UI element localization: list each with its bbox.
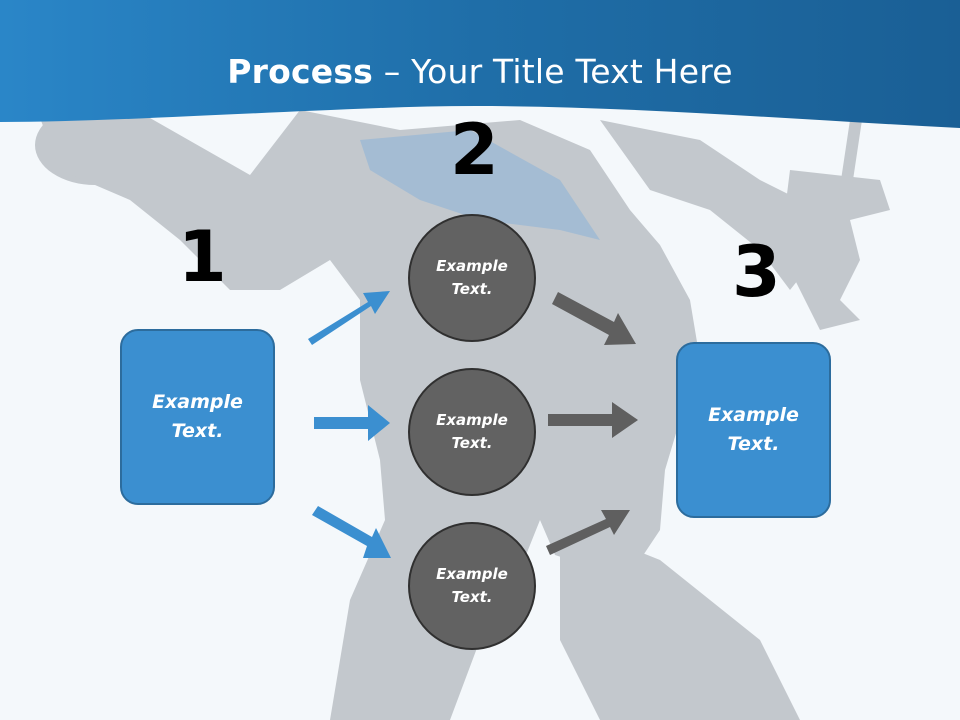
arrow-left-to-circle-2 [314, 405, 390, 441]
circle-1-line2: Text. [451, 280, 493, 298]
circle-2-line1: Example [436, 411, 508, 429]
title-bold: Process [227, 52, 374, 91]
arrow-circle-1-to-right [552, 292, 636, 345]
circle-2-line2: Text. [451, 434, 493, 452]
step-number-3: 3 [732, 231, 781, 313]
circle-1-line1: Example [436, 257, 508, 275]
right-box-line2: Text. [727, 433, 780, 455]
page-title: Process – Your Title Text Here [0, 52, 960, 91]
arrow-circle-2-to-right [548, 402, 638, 438]
left-box-line2: Text. [171, 420, 224, 442]
step-number-1: 1 [178, 216, 227, 298]
torso-highlight [360, 130, 600, 240]
left-box-line1: Example [152, 391, 243, 413]
arrow-left-to-circle-1 [308, 291, 390, 345]
title-banner [0, 0, 960, 128]
title-rest: – Your Title Text Here [373, 52, 733, 91]
arrow-circle-3-to-right [546, 510, 630, 555]
circle-3-line1: Example [436, 565, 508, 583]
circle-3-line2: Text. [451, 588, 493, 606]
right-box-line1: Example [708, 404, 799, 426]
arrow-left-to-circle-3 [312, 506, 391, 558]
step-number-2: 2 [450, 109, 499, 191]
